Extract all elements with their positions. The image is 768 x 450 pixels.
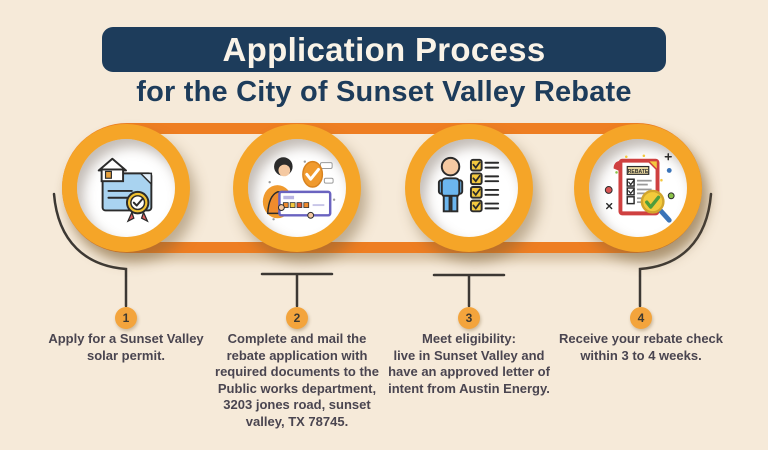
step-2-description: Complete and mail the rebate application… [215,331,379,429]
step-2-number-badge: 2 [286,307,308,329]
step-3-connector [432,273,506,308]
step-3-circle [405,124,533,252]
person-eligibility-checklist-icon [437,156,500,213]
step-4-connector [638,192,713,308]
step-4-description: Receive your rebate check within 3 to 4 … [558,331,724,363]
step-4-number-badge: 4 [630,307,652,329]
rebate-document-magnifier-icon: REBATE [604,153,675,223]
step-3-description: Meet eligibility: live in Sunset Valley … [388,331,550,396]
step-1-circle [62,124,190,252]
step-2-circle [233,124,361,252]
step-1-connector [52,192,128,308]
page-subtitle: for the City of Sunset Valley Rebate [136,76,632,108]
page-title: Application Process [222,30,546,68]
step-3-number-badge: 3 [458,307,480,329]
step-4-circle: REBATE [574,124,702,252]
svg-text:REBATE: REBATE [628,169,649,175]
step-2-connector [260,272,334,308]
title-banner: Application Process [102,27,666,72]
mail-rebate-application-form-icon [262,157,336,221]
step-1-number-badge: 1 [115,307,137,329]
house-permit-certificate-icon [97,157,153,223]
step-1-description: Apply for a Sunset Valley solar permit. [48,331,204,363]
